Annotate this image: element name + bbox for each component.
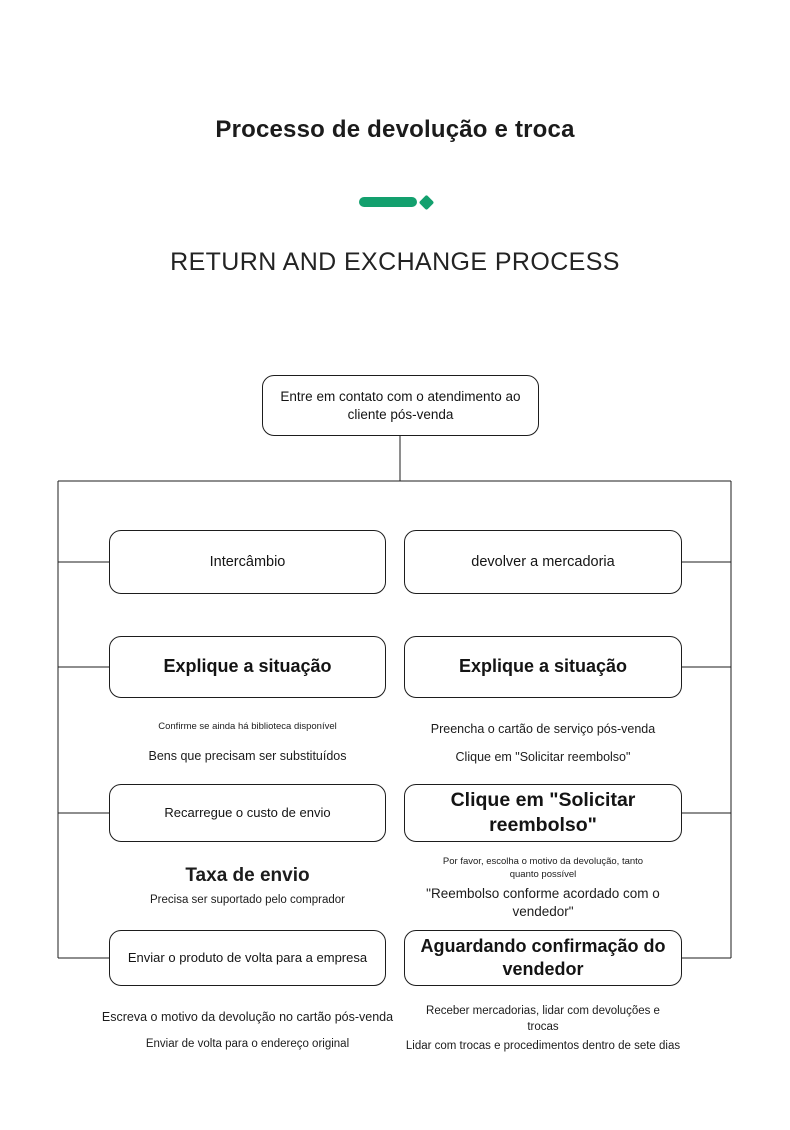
node-right-explain-situation[interactable]: Explique a situação: [404, 636, 682, 698]
page-subtitle: RETURN AND EXCHANGE PROCESS: [170, 248, 620, 276]
caption-right-refund-as-agreed: "Reembolso conforme acordado com o vende…: [426, 886, 660, 920]
title-divider-ornament: [0, 192, 790, 212]
node-right-return-goods[interactable]: devolver a mercadoria: [404, 530, 682, 594]
node-root-contact-support[interactable]: Entre em contato com o atendimento ao cl…: [262, 375, 539, 436]
divider-bar-icon: [358, 197, 417, 207]
caption-left-library-available: Confirme se ainda há biblioteca disponív…: [158, 721, 337, 732]
caption-right-seven-days: Lidar com trocas e procedimentos dentro …: [405, 1040, 681, 1052]
node-left-send-product-back[interactable]: Enviar o produto de volta para a empresa: [109, 930, 386, 986]
caption-left-goods-replaced: Bens que precisam ser substituídos: [148, 749, 347, 763]
caption-right-receive-goods: Receber mercadorias, lidar com devoluçõe…: [426, 1005, 660, 1033]
node-right-request-refund[interactable]: Clique em "Solicitar reembolso": [404, 784, 682, 842]
caption-left-shipping-fee-sub: Precisa ser suportado pelo comprador: [150, 894, 345, 906]
page-title: Processo de devolução e troca: [215, 116, 575, 143]
node-right-awaiting-seller-confirmation[interactable]: Aguardando confirmação do vendedor: [404, 930, 682, 986]
caption-right-fill-service-card: Preencha o cartão de serviço pós-venda: [430, 722, 656, 736]
caption-left-send-original-address: Enviar de volta para o endereço original: [145, 1038, 350, 1050]
caption-left-write-return-reason: Escreva o motivo da devolução no cartão …: [101, 1010, 394, 1024]
caption-right-choose-return-reason: Por favor, escolha o motivo da devolução…: [442, 856, 644, 880]
node-left-exchange[interactable]: Intercâmbio: [109, 530, 386, 594]
node-left-recharge-shipping[interactable]: Recarregue o custo de envio: [109, 784, 386, 842]
node-left-explain-situation[interactable]: Explique a situação: [109, 636, 386, 698]
caption-right-click-request-refund: Clique em "Solicitar reembolso": [455, 750, 631, 764]
caption-left-shipping-fee-title: Taxa de envio: [185, 865, 310, 886]
